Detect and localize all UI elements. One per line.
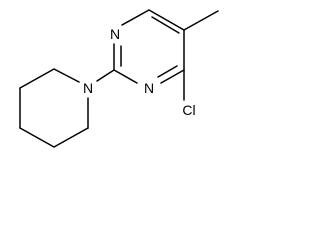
bond-pip-c2a-c3a: [53, 127, 89, 148]
atom-chlorine-label: Cl: [182, 102, 195, 118]
bond-c4-n3: [160, 69, 185, 84]
atom-n3-label: N: [144, 80, 154, 96]
bond-c4-n3-double: [157, 65, 178, 78]
atom-n1-label: N: [110, 26, 120, 42]
bond-c6-c5: [148, 9, 185, 31]
piperidine-ring: [19, 68, 89, 148]
bond-methyl: [183, 10, 219, 31]
bond-pip-c3a-c4: [19, 127, 55, 148]
pyrimidine-ring: [113, 9, 185, 84]
bond-n3-c2: [113, 69, 138, 84]
structure-diagram: N N N Cl: [19, 9, 219, 148]
bond-c6-c5-double: [151, 16, 180, 34]
bond-pip-c3b-c2b: [19, 68, 55, 89]
bond-n1-c6: [121, 9, 150, 26]
atom-n-piperidine-label: N: [83, 80, 93, 96]
bond-c2-n-piperidine: [96, 69, 115, 82]
bond-pip-c2b-n: [53, 68, 80, 83]
